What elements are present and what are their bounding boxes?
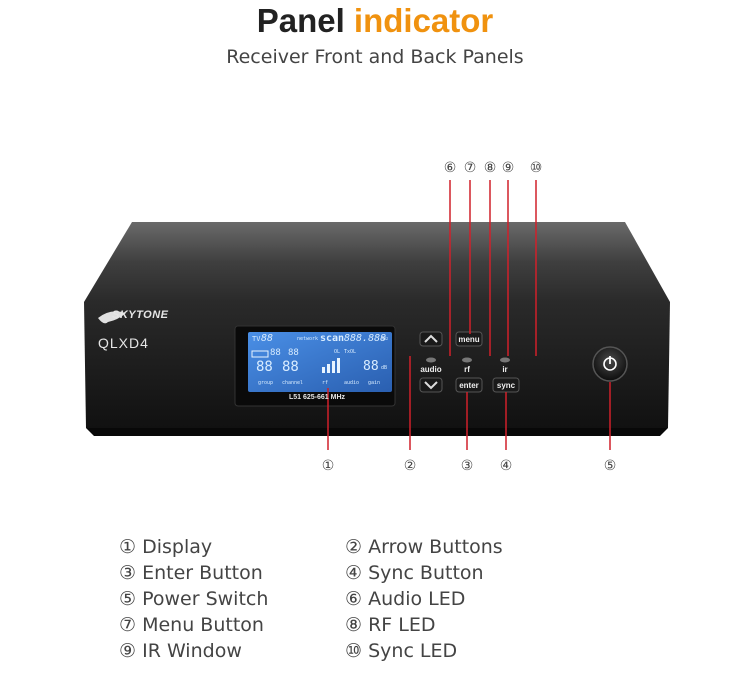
lcd-small-group: 88 [270,348,281,358]
lcd-tv-value: 88 [261,333,274,344]
legend-item: ⑤ Power Switch [119,588,269,610]
lcd-txol: TxOL [344,349,357,355]
lcd-rf: rf [322,380,329,386]
enter-button [455,377,483,393]
callout-6: ⑥ [443,160,457,176]
lcd-channel: channel [282,380,304,386]
ir-window [500,357,510,363]
lcd-tv: TV [252,335,261,343]
brand-logo-mark [98,311,126,324]
display-screen [248,332,392,392]
lcd-group-value: 88 [256,359,273,375]
legend-item: ① Display [119,536,213,558]
lcd-display: TV 88 network scan 888.888 MHz 88 88 OL … [250,333,390,391]
legend-item: ③ Enter Button [119,562,263,584]
arrow-up-button [419,331,443,347]
lcd-small-channel: 88 [288,348,299,358]
model-label: QLXD4 [98,335,149,351]
title-accent: indicator [353,2,494,39]
frequency-label: L51 625-661 MHz [289,394,346,401]
audio-led-label: audio [420,365,442,374]
legend-item: ⑨ IR Window [119,640,242,662]
callout-2: ② [403,458,417,474]
signal-bar [322,367,325,373]
signal-bar [332,361,335,373]
lcd-network: network [297,336,319,342]
callout-10: ⑩ [529,160,543,176]
brand-logo-text: SKYTONE [112,309,169,321]
legend-item: ⑦ Menu Button [119,614,264,636]
lcd-ol: OL [334,349,341,355]
legend-item: ② Arrow Buttons [345,536,503,558]
sync-button-label: sync [496,381,516,390]
callout-7: ⑦ [463,160,477,176]
lcd-db-unit: dB [381,365,388,371]
menu-button [455,331,483,347]
callout-4: ④ [499,458,513,474]
signal-bar [337,358,340,373]
legend-item: ④ Sync Button [345,562,484,584]
lcd-scan: scan [320,333,345,344]
lcd-audio: audio [344,380,360,386]
lcd-group: group [258,380,274,386]
callout-8: ⑧ [483,160,497,176]
signal-bar [327,364,330,373]
lcd-channel-value: 88 [282,359,299,375]
lcd-gain: gain [368,380,381,386]
chassis-top [84,222,670,302]
battery-icon [251,350,269,358]
arrow-down-button [419,377,443,393]
lcd-scan-value: 888.888 [344,333,387,344]
ir-window-label: ir [502,365,508,374]
page-title: Panel indicator [0,2,750,40]
callout-5: ⑤ [603,458,617,474]
audio-led [426,357,436,363]
legend-item: ⑧ RF LED [345,614,436,636]
rf-led [462,357,472,363]
callout-1: ① [321,458,335,474]
rf-led-label: rf [464,365,470,374]
lcd-mhz: MHz [381,336,389,341]
menu-button-label: menu [458,335,480,344]
enter-button-label: enter [459,381,479,390]
title-main: Panel [256,2,345,39]
legend-item: ⑩ Sync LED [345,640,458,662]
callout-9: ⑨ [501,160,515,176]
page-subtitle: Receiver Front and Back Panels [226,46,524,68]
chassis-foot [86,428,668,436]
legend-item: ⑥ Audio LED [345,588,466,610]
leader-lines [327,180,611,450]
callout-3: ③ [460,458,474,474]
lcd-db-value: 88 [363,359,379,374]
